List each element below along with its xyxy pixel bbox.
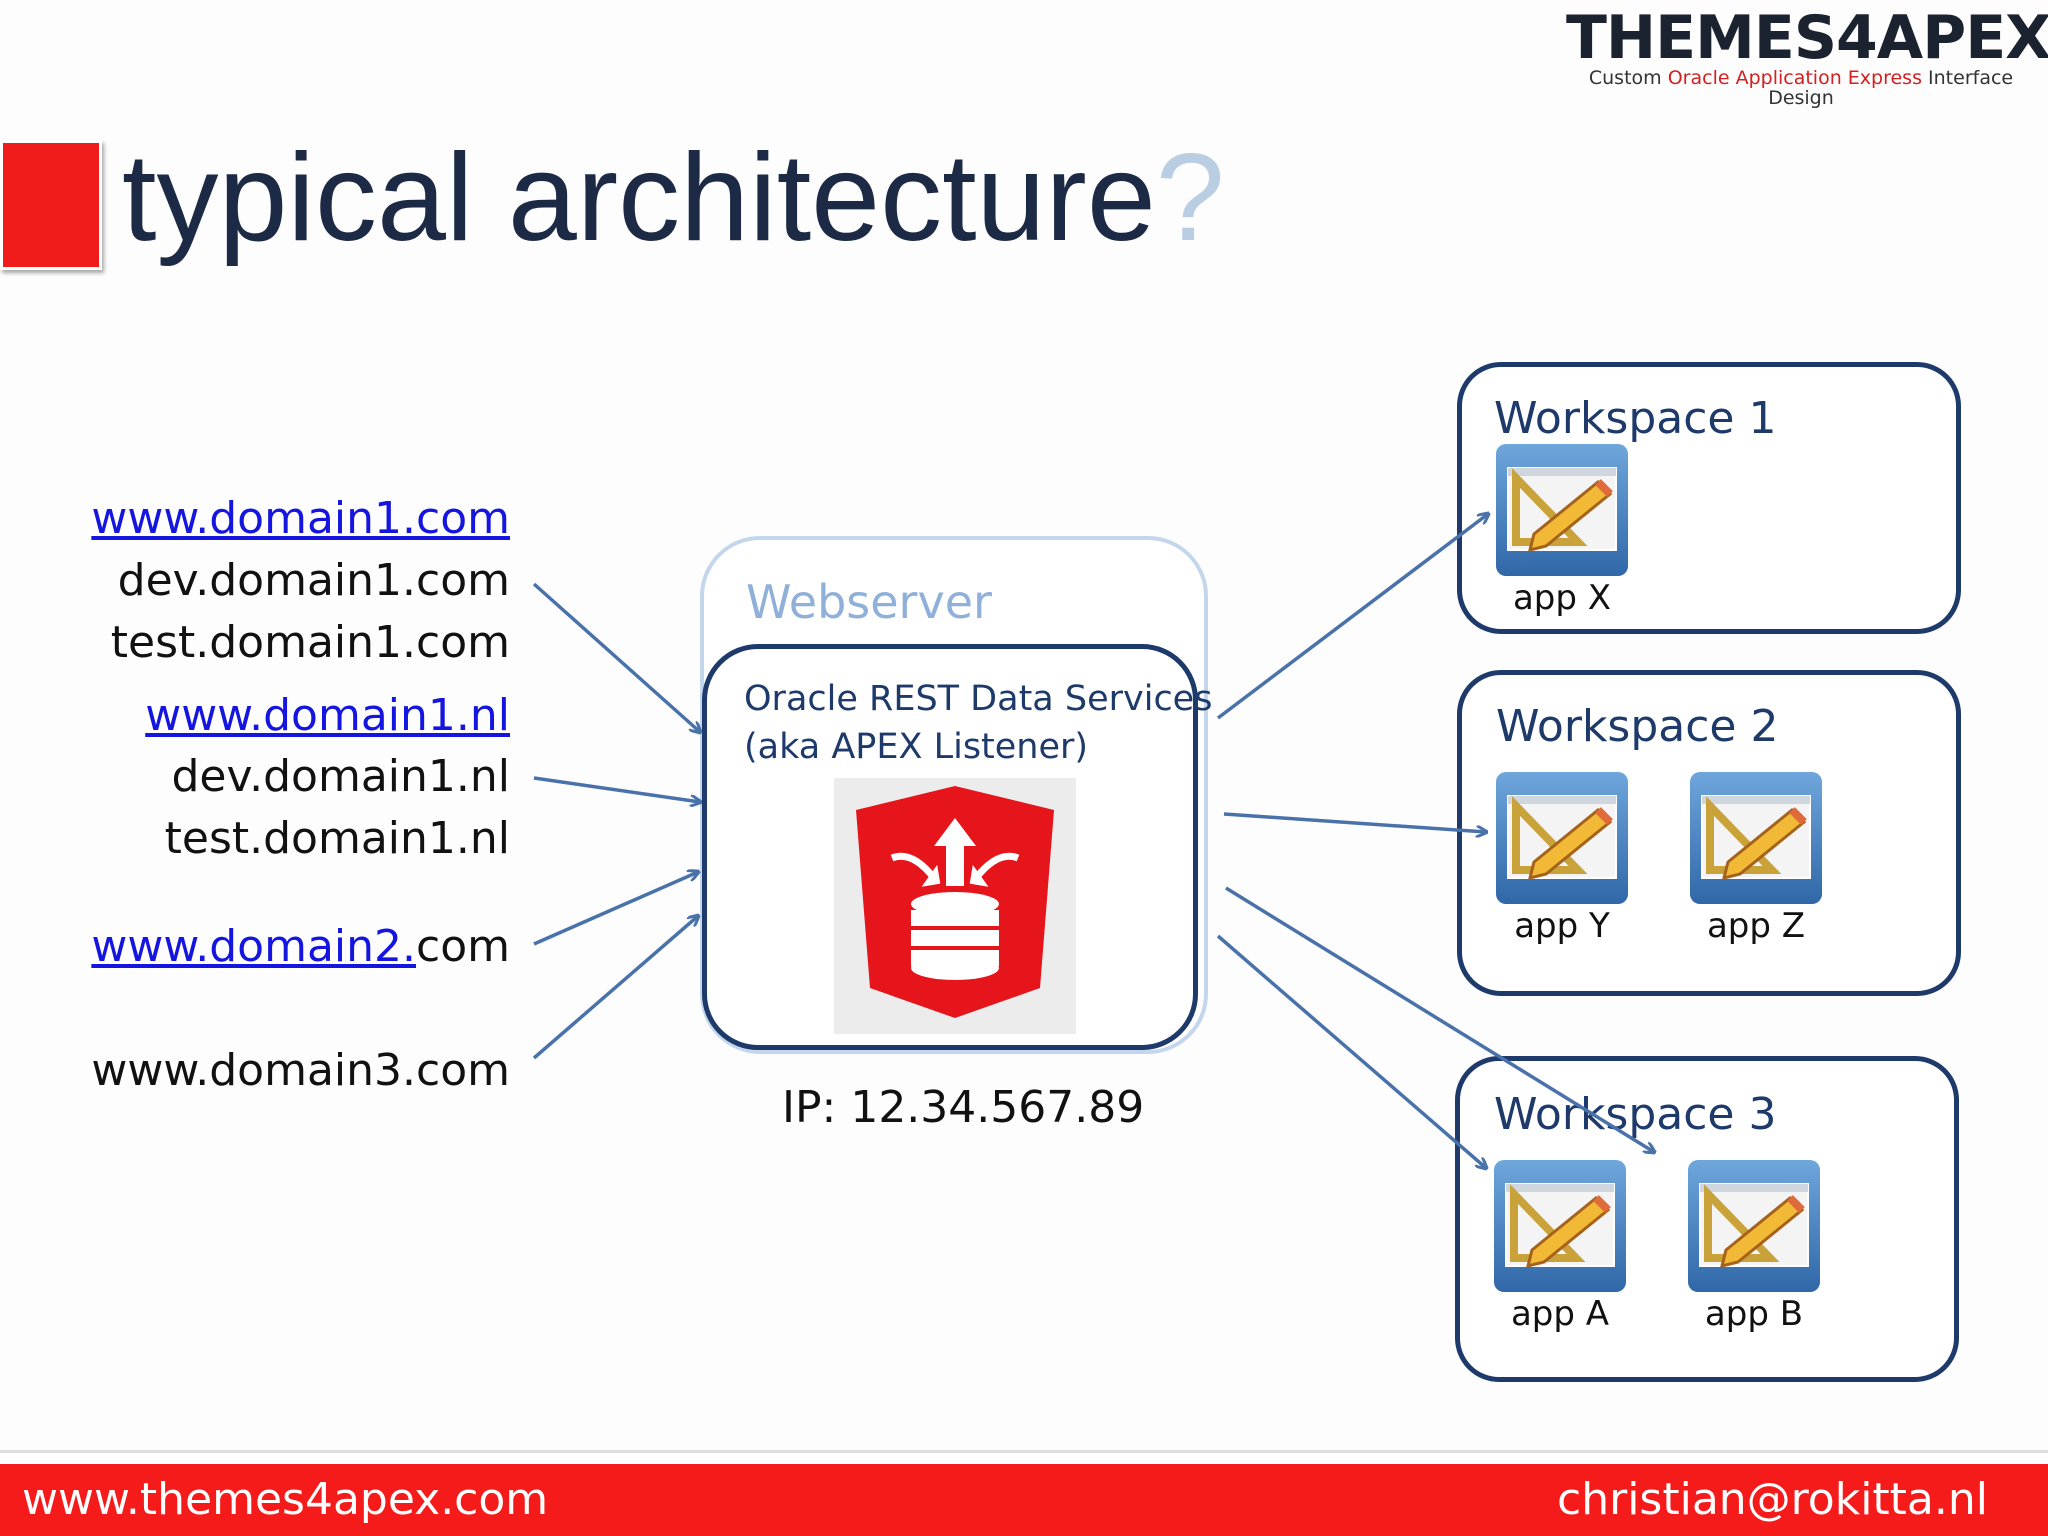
- logo-wordmark: THEMES4APEX: [1566, 3, 2048, 73]
- domain-text: test.domain1.com: [110, 617, 510, 668]
- arrow-to-app-b: [1225, 886, 1654, 1152]
- apex-app-icon: [1688, 1160, 1820, 1292]
- arrow-domain2: [533, 872, 698, 946]
- ords-label-line1: Oracle REST Data Services: [744, 679, 1213, 719]
- footer-divider: [0, 1450, 2048, 1453]
- app-y[interactable]: app Y: [1494, 770, 1630, 946]
- apex-app-icon: [1690, 772, 1822, 904]
- ip-address: IP: 12.34.567.89: [782, 1082, 1145, 1133]
- domain-link[interactable]: www.domain1.nl: [145, 690, 510, 741]
- app-label: app A: [1510, 1294, 1610, 1334]
- footer-bar: www.themes4apex.com christian@rokitta.nl: [0, 1464, 2048, 1536]
- domain-suffix: com: [416, 921, 510, 972]
- arrow-to-workspace-2: [1223, 812, 1486, 832]
- logo-tagline: Custom Oracle Application Express Interf…: [1566, 68, 2036, 108]
- arrow-to-workspace-1: [1216, 514, 1488, 720]
- apex-app-icon: [1496, 444, 1628, 576]
- workspace-3-title: Workspace 3: [1494, 1089, 1777, 1140]
- title-red-square: [0, 140, 102, 270]
- workspace-1-title: Workspace 1: [1494, 393, 1777, 444]
- slide-title: typical architecture?: [122, 128, 1225, 268]
- footer-website: www.themes4apex.com: [22, 1474, 549, 1525]
- webserver-label: Webserver: [746, 575, 992, 629]
- app-z[interactable]: app Z: [1688, 770, 1824, 946]
- app-a[interactable]: app A: [1492, 1158, 1628, 1334]
- domain-text: test.domain1.nl: [164, 813, 510, 864]
- arrow-domain1-com: [532, 582, 700, 732]
- title-text: typical architecture: [122, 129, 1156, 267]
- domain-text: dev.domain1.nl: [171, 751, 511, 802]
- tagline-highlight: Oracle Application Express: [1667, 67, 1922, 89]
- app-label: app X: [1512, 578, 1612, 618]
- ords-label-line2: (aka APEX Listener): [744, 727, 1089, 767]
- app-x[interactable]: app X: [1494, 442, 1630, 618]
- domain-mixed: www.domain2.com: [91, 920, 510, 974]
- app-label: app Y: [1514, 906, 1610, 946]
- apex-app-icon: [1496, 772, 1628, 904]
- arrow-to-app-a: [1216, 934, 1486, 1168]
- app-b[interactable]: app B: [1686, 1158, 1822, 1334]
- domain-text: dev.domain1.com: [117, 555, 510, 606]
- tagline-prefix: Custom: [1588, 67, 1662, 89]
- arrow-domain3: [532, 916, 698, 1060]
- arrow-domain1-nl: [533, 776, 700, 802]
- domain-link[interactable]: www.domain1.com: [91, 493, 510, 544]
- tagline-suffix: Interface Design: [1768, 67, 2014, 109]
- app-label: app Z: [1706, 906, 1806, 946]
- ords-label: Oracle REST Data Services (aka APEX List…: [744, 675, 1212, 771]
- footer-email: christian@rokitta.nl: [1557, 1474, 1988, 1525]
- workspace-2-title: Workspace 2: [1496, 701, 1779, 752]
- ords-database-icon: [834, 778, 1076, 1034]
- domain-link[interactable]: www.domain2.: [91, 921, 417, 972]
- title-question-mark: ?: [1155, 129, 1225, 267]
- app-label: app B: [1704, 1294, 1804, 1334]
- domain-text: www.domain3.com: [91, 1045, 510, 1096]
- apex-app-icon: [1494, 1160, 1626, 1292]
- themes4apex-logo: THEMES4APEX Custom Oracle Application Ex…: [1566, 3, 2048, 108]
